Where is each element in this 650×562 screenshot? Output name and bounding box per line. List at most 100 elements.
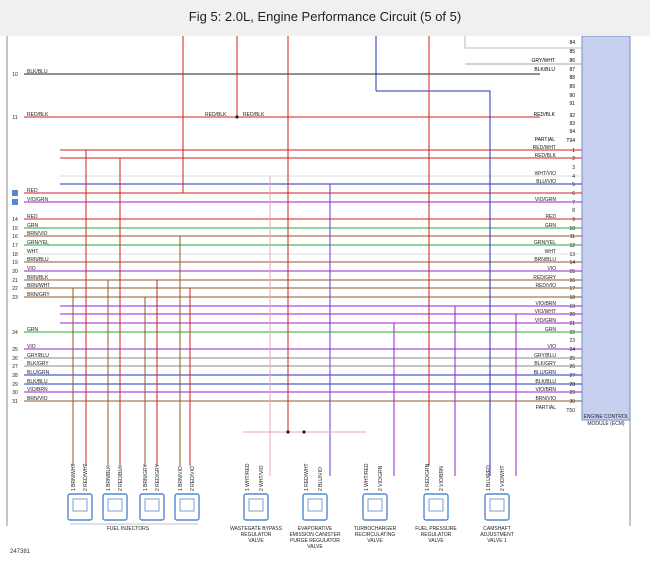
injector-pin-label: 2 RED/VIO	[190, 466, 196, 491]
injector-pin-label: 1 BRN/WHT	[71, 464, 77, 492]
ecm-pin: 86	[569, 58, 575, 64]
connector-pin-box	[72, 498, 88, 512]
component-name: ADJUSTMENT	[480, 532, 514, 538]
right-wire-label: WHT	[545, 249, 556, 255]
connector-pin-box	[307, 498, 323, 512]
right-wire-label: GRN	[545, 223, 557, 229]
right-pin-number: 2	[572, 156, 575, 162]
right-wire-label: WHT/VIO	[535, 171, 556, 177]
connector-pin-box	[179, 498, 195, 512]
left-pin-number: 30	[12, 390, 18, 396]
ecm-pin: 92	[569, 113, 575, 119]
right-pin-number: 8	[572, 208, 575, 214]
right-pin-number: 20	[569, 312, 575, 318]
left-wire-label: BRN/BLK	[27, 275, 49, 281]
right-pin-number: 6	[572, 191, 575, 197]
valve-pin-label: 2 WHT/VIO	[259, 465, 265, 491]
right-pin-number: 14	[569, 260, 575, 266]
right-pin-number: 5	[572, 182, 575, 188]
right-wire-label: RED/GRY	[533, 275, 556, 281]
component-name: VALVE	[428, 538, 444, 544]
injector-pin-label: 1 BRN/VIO	[178, 466, 184, 491]
right-pin-number: 24	[569, 347, 575, 353]
right-pin-number: 22	[569, 330, 575, 336]
component-connector	[139, 493, 165, 521]
diagram-title: Fig 5: 2.0L, Engine Performance Circuit …	[188, 9, 462, 24]
right-pin-number: 4	[572, 174, 575, 180]
right-wire-label: BLK/GRY	[534, 361, 556, 367]
left-wire-label: RED	[27, 188, 38, 194]
left-pin-number: 25	[12, 347, 18, 353]
valve-pin-label: 1 WHT/RED	[245, 463, 251, 491]
connector-marker	[12, 199, 18, 205]
connector-pin-box	[144, 498, 160, 512]
right-wire-label: VIO/GRN	[535, 197, 557, 203]
component-name: VALVE 1	[487, 538, 507, 544]
left-wire-label: RED	[27, 214, 38, 220]
right-pin-number: 27	[569, 373, 575, 379]
connector-pin-box	[248, 498, 264, 512]
connector-pin-box	[428, 498, 444, 512]
right-wire-label: RED/WHT	[533, 145, 556, 151]
right-wire-label: GRY/BLU	[534, 353, 556, 359]
component-connector	[243, 493, 269, 521]
right-pin-number: 25	[569, 356, 575, 362]
left-wire-label: BLK/GRY	[27, 361, 49, 367]
right-wire-label: RED/BLK	[535, 153, 557, 159]
ecm-pin: 91	[569, 101, 575, 107]
injector-pin-label: 2 RED/WHT	[83, 464, 89, 492]
mid-wire-label: RED/BLK	[205, 112, 227, 118]
left-wire-label: RED/BLK	[27, 112, 49, 118]
left-wire-label: BLU/GRN	[27, 370, 50, 376]
right-pin-number: 10	[569, 226, 575, 232]
right-wire-label: VIO/WHT	[535, 309, 556, 315]
component-name: PURGE REGULATOR	[290, 538, 340, 544]
right-pin-number: 1	[572, 148, 575, 154]
left-wire-label: BRN/BLU	[27, 257, 49, 263]
valve-pin-label: 1 WHT/RED	[364, 463, 370, 491]
left-pin-number: 15	[12, 226, 18, 232]
title-bar: Fig 5: 2.0L, Engine Performance Circuit …	[0, 0, 650, 36]
left-wire-label: GRN	[27, 327, 39, 333]
left-wire-label: BRN/GRY	[27, 292, 50, 298]
ecm-label-1: ENGINE CONTROL	[583, 414, 628, 420]
right-wire-label: VIO	[547, 344, 556, 350]
left-wire-label: VIO	[27, 266, 36, 272]
wire-86-bend	[464, 36, 582, 49]
right-wire-label: BLK/BLU	[535, 379, 556, 385]
valve-pin-label: 2 VIO/BRN	[439, 466, 445, 491]
valve-pin-label: 1 RED/WHT	[304, 464, 310, 492]
valve-pin-label: 1 BLU/RED	[486, 465, 492, 491]
splice-dot	[302, 430, 306, 434]
right-wire-label: PARTIAL	[536, 405, 557, 411]
right-pin-number: 7	[572, 200, 575, 206]
component-name: EMISSION CANISTER	[289, 532, 341, 538]
left-pin-number: 14	[12, 217, 18, 223]
component-name: REGULATOR	[241, 532, 272, 538]
component-name: TURBOCHARGER	[354, 526, 397, 532]
right-pin-number: 18	[569, 295, 575, 301]
ecm-top-pins: 84 85 86 87 88 89 90 91 92 93 94 T94	[566, 40, 575, 144]
left-pin-number: 10	[12, 72, 18, 78]
left-wire-label: BRN/WHT	[27, 283, 50, 289]
left-wire-label: GRN	[27, 223, 39, 229]
injector-pin-label: 1 BRN/BLK	[106, 465, 112, 491]
left-pin-number: 20	[12, 269, 18, 275]
left-pin-number: 26	[12, 356, 18, 362]
right-pin-number: T50	[566, 408, 575, 414]
component-name: FUEL PRESSURE	[415, 526, 457, 532]
right-wire-label: RED/VIO	[535, 283, 556, 289]
splice-dot	[235, 115, 239, 119]
splice-dot	[286, 430, 290, 434]
ecm-block	[581, 36, 631, 421]
left-pin-number: 22	[12, 286, 18, 292]
injector-pin-label: 2 RED/GRY	[155, 463, 161, 491]
right-pin-number: 29	[569, 390, 575, 396]
connector-pin-box	[107, 498, 123, 512]
component-connector	[67, 493, 93, 521]
left-pin-number: 24	[12, 330, 18, 336]
left-wire-label: WHT	[27, 249, 38, 255]
right-wire-label: GRN/YEL	[534, 240, 556, 246]
